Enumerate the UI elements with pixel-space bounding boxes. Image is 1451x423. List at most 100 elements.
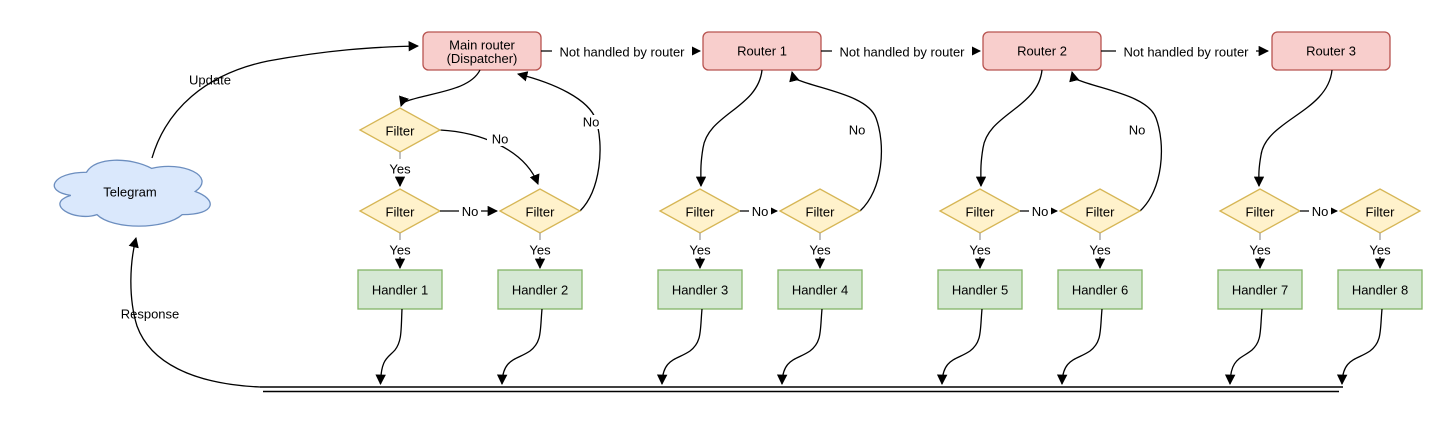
handler-6-box <box>1057 269 1143 310</box>
edge-yes-handler-4: Yes <box>809 233 831 270</box>
node-router-3: Router 3 <box>1271 31 1391 71</box>
main-router-label-line1: Main router <box>449 38 515 53</box>
no-label: No <box>462 204 479 219</box>
handler-8-label: Handler 8 <box>1352 283 1408 298</box>
edge-no-return-router-1: No <box>789 70 883 212</box>
edge-no-pair-main: No <box>440 204 499 219</box>
edge-no-pair-router-2: No <box>1020 204 1059 219</box>
edge-handler-3-to-bus <box>656 308 703 386</box>
update-label: Update <box>189 73 231 88</box>
edge-no-top-filter: No <box>439 129 540 185</box>
no-label: No <box>1312 204 1329 219</box>
edge-response: Response <box>121 236 261 388</box>
main-router-label-line2: (Dispatcher) <box>447 51 518 66</box>
filter-diamond-router2-right <box>1058 188 1142 234</box>
edge-main-router-to-filter <box>399 69 481 107</box>
edge-not-handled-2: Not handled by router <box>821 44 982 60</box>
edge-handler-1-to-bus <box>375 308 403 386</box>
no-label: No <box>752 204 769 219</box>
filter-label: Filter <box>966 205 996 220</box>
handler-6-label: Handler 6 <box>1072 283 1128 298</box>
edge-yes-main-top: Yes <box>389 152 411 188</box>
filter-diamond-router1-right <box>778 188 862 234</box>
node-telegram: Telegram <box>53 159 211 227</box>
not-handled-label-2: Not handled by router <box>839 45 965 60</box>
event-bus <box>260 386 1343 393</box>
edge-update: Update <box>151 41 420 159</box>
not-handled-label-3: Not handled by router <box>1123 45 1249 60</box>
node-router-1: Router 1 <box>702 31 822 71</box>
edge-handler-5-to-bus <box>936 308 983 386</box>
yes-label: Yes <box>1369 243 1391 258</box>
filter-label: Filter <box>526 205 556 220</box>
filter-label: Filter <box>386 205 416 220</box>
handler-2-box <box>497 269 583 310</box>
filter-label: Filter <box>1366 205 1396 220</box>
edge-not-handled-3: Not handled by router <box>1101 44 1270 60</box>
edge-yes-handler-3: Yes <box>689 233 711 270</box>
edge-not-handled-1: Not handled by router <box>541 44 702 60</box>
router-1-label: Router 1 <box>737 44 787 59</box>
yes-label: Yes <box>389 243 411 258</box>
edge-yes-handler-7: Yes <box>1249 233 1271 270</box>
handler-4-label: Handler 4 <box>792 283 848 298</box>
node-main-router: Main router (Dispatcher) <box>422 31 542 71</box>
response-arrow <box>128 236 261 388</box>
handler-3-box <box>657 269 743 310</box>
edge-router-1-to-filter <box>695 69 763 188</box>
handler-3-label: Handler 3 <box>672 283 728 298</box>
yes-label: Yes <box>529 243 551 258</box>
edge-router-2-to-filter <box>975 69 1043 188</box>
edge-no-return-router-2: No <box>1069 70 1163 212</box>
edge-handler-8-to-bus <box>1336 308 1383 386</box>
filter-label: Filter <box>806 205 836 220</box>
telegram-label: Telegram <box>103 185 156 200</box>
edge-no-return-main: No <box>516 71 604 212</box>
edge-handler-2-to-bus <box>496 308 543 386</box>
yes-label: Yes <box>1089 243 1111 258</box>
no-label: No <box>1032 204 1049 219</box>
not-handled-label-1: Not handled by router <box>559 45 685 60</box>
handler-8-box <box>1337 269 1423 310</box>
yes-label: Yes <box>809 243 831 258</box>
router-2-label: Router 2 <box>1017 44 1067 59</box>
edge-yes-handler-2: Yes <box>529 233 551 270</box>
node-router-2: Router 2 <box>982 31 1102 71</box>
edge-handler-7-to-bus <box>1224 308 1263 386</box>
handler-7-box <box>1217 269 1303 310</box>
router-3-box <box>1271 31 1391 71</box>
handler-1-box <box>357 269 443 310</box>
response-label: Response <box>121 307 180 322</box>
edge-yes-handler-5: Yes <box>969 233 991 270</box>
filter-label: Filter <box>1246 205 1276 220</box>
handler-5-label: Handler 5 <box>952 283 1008 298</box>
handler-7-label: Handler 7 <box>1232 283 1288 298</box>
telegram-cloud-icon <box>53 159 211 227</box>
edge-router-3-to-filter <box>1253 69 1333 188</box>
filter-nodes: Filter Filter Filter Filter Filter Filte… <box>358 107 1422 234</box>
handler-5-box <box>937 269 1023 310</box>
edge-no-pair-router-1: No <box>740 204 779 219</box>
handler-nodes: Handler 1 Handler 2 Handler 3 Handler 4 … <box>357 269 1423 310</box>
no-return-arrow-router-1 <box>789 70 883 212</box>
filter-diamond-main-right <box>498 188 582 234</box>
filter-diamond-router3-right <box>1338 188 1422 234</box>
yes-label: Yes <box>689 243 711 258</box>
handler-1-label: Handler 1 <box>372 283 428 298</box>
no-label: No <box>849 123 866 138</box>
no-return-arrow-main <box>516 71 601 212</box>
filter-diamond-main-top <box>358 107 442 153</box>
filter-label: Filter <box>686 205 716 220</box>
no-return-arrow-router-2 <box>1069 70 1163 212</box>
edge-handler-6-to-bus <box>1056 308 1103 386</box>
handler-4-box <box>777 269 863 310</box>
no-label: No <box>492 132 509 147</box>
no-label: No <box>583 115 600 130</box>
router-3-label: Router 3 <box>1306 44 1356 59</box>
edge-handler-4-to-bus <box>776 308 823 386</box>
handler-2-label: Handler 2 <box>512 283 568 298</box>
filter-label: Filter <box>386 124 416 139</box>
yes-label: Yes <box>1249 243 1271 258</box>
